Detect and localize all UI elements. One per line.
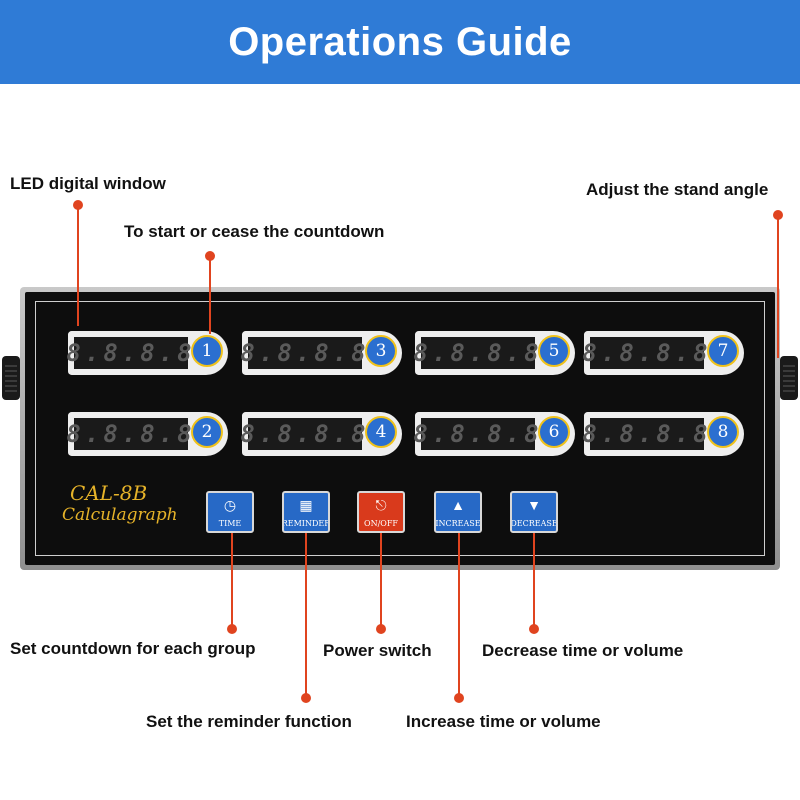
header-banner: Operations Guide bbox=[0, 0, 800, 84]
led-display: 8.8.8.8 bbox=[240, 337, 370, 369]
led-display: 8.8.8.8 bbox=[413, 337, 543, 369]
clock-icon: ◷ bbox=[223, 497, 237, 513]
callout-reminder: Set the reminder function bbox=[146, 712, 352, 731]
reminder-button-label: REMINDER bbox=[282, 519, 330, 528]
leader-line-start bbox=[209, 259, 211, 334]
led-display: 8.8.8.8 bbox=[582, 337, 712, 369]
callout-start-cease: To start or cease the countdown bbox=[124, 222, 385, 241]
callout-stand-angle: Adjust the stand angle bbox=[586, 180, 769, 199]
leader-line-decrease bbox=[533, 533, 535, 625]
decrease-button-label: DECREASE bbox=[510, 519, 558, 528]
power-icon: ⎋ bbox=[375, 497, 387, 513]
timer-4: 8.8.8.8 4 bbox=[240, 412, 402, 456]
leader-dot-decrease bbox=[529, 624, 539, 634]
callout-led-window: LED digital window bbox=[10, 174, 166, 193]
page-title: Operations Guide bbox=[228, 19, 572, 64]
timer-6: 8.8.8.8 6 bbox=[413, 412, 575, 456]
led-display: 8.8.8.8 bbox=[66, 337, 196, 369]
power-button-label: ON/OFF bbox=[364, 519, 398, 528]
timer-5-button[interactable]: 5 bbox=[538, 335, 570, 367]
basket-icon: ▦ bbox=[299, 497, 313, 513]
callout-power: Power switch bbox=[323, 641, 432, 660]
timer-8-button[interactable]: 8 bbox=[707, 416, 739, 448]
stand-knob-right[interactable] bbox=[780, 356, 798, 400]
timer-8: 8.8.8.8 8 bbox=[582, 412, 744, 456]
leader-line-increase bbox=[458, 533, 460, 695]
time-button[interactable]: ◷ TIME bbox=[206, 491, 254, 533]
timer-6-button[interactable]: 6 bbox=[538, 416, 570, 448]
callout-decrease: Decrease time or volume bbox=[482, 641, 684, 660]
up-triangle-icon: ▲ bbox=[451, 497, 465, 513]
increase-button[interactable]: ▲ INCREASE bbox=[434, 491, 482, 533]
timer-3: 8.8.8.8 3 bbox=[240, 331, 402, 375]
leader-line-power bbox=[380, 533, 382, 625]
leader-dot-start bbox=[205, 251, 215, 261]
timer-2-button[interactable]: 2 bbox=[191, 416, 223, 448]
leader-dot-power bbox=[376, 624, 386, 634]
leader-dot-reminder bbox=[301, 693, 311, 703]
leader-dot-led bbox=[73, 200, 83, 210]
timer-1-button[interactable]: 1 bbox=[191, 335, 223, 367]
callout-increase: Increase time or volume bbox=[406, 712, 601, 731]
decrease-button[interactable]: ▼ DECREASE bbox=[510, 491, 558, 533]
power-button[interactable]: ⎋ ON/OFF bbox=[357, 491, 405, 533]
leader-dot-increase bbox=[454, 693, 464, 703]
stand-knob-left[interactable] bbox=[2, 356, 20, 400]
led-display: 8.8.8.8 bbox=[240, 418, 370, 450]
timer-7-button[interactable]: 7 bbox=[707, 335, 739, 367]
leader-line-stand bbox=[777, 218, 779, 358]
leader-dot-stand bbox=[773, 210, 783, 220]
led-display: 8.8.8.8 bbox=[582, 418, 712, 450]
panel-frame bbox=[35, 301, 765, 556]
timer-1: 8.8.8.8 1 bbox=[66, 331, 228, 375]
leader-line-led bbox=[77, 208, 79, 326]
down-triangle-icon: ▼ bbox=[527, 497, 541, 513]
increase-button-label: INCREASE bbox=[435, 519, 481, 528]
callout-set-countdown: Set countdown for each group bbox=[10, 639, 256, 658]
time-button-label: TIME bbox=[218, 519, 242, 528]
timer-5: 8.8.8.8 5 bbox=[413, 331, 575, 375]
timer-2: 8.8.8.8 2 bbox=[66, 412, 228, 456]
timer-3-button[interactable]: 3 bbox=[365, 335, 397, 367]
leader-line-reminder bbox=[305, 533, 307, 695]
brand-label: Calculagraph bbox=[62, 505, 178, 525]
timer-7: 8.8.8.8 7 bbox=[582, 331, 744, 375]
leader-line-time bbox=[231, 533, 233, 625]
leader-dot-time bbox=[227, 624, 237, 634]
model-label: CAL-8B bbox=[70, 481, 148, 505]
timer-4-button[interactable]: 4 bbox=[365, 416, 397, 448]
led-display: 8.8.8.8 bbox=[66, 418, 196, 450]
led-display: 8.8.8.8 bbox=[413, 418, 543, 450]
reminder-button[interactable]: ▦ REMINDER bbox=[282, 491, 330, 533]
